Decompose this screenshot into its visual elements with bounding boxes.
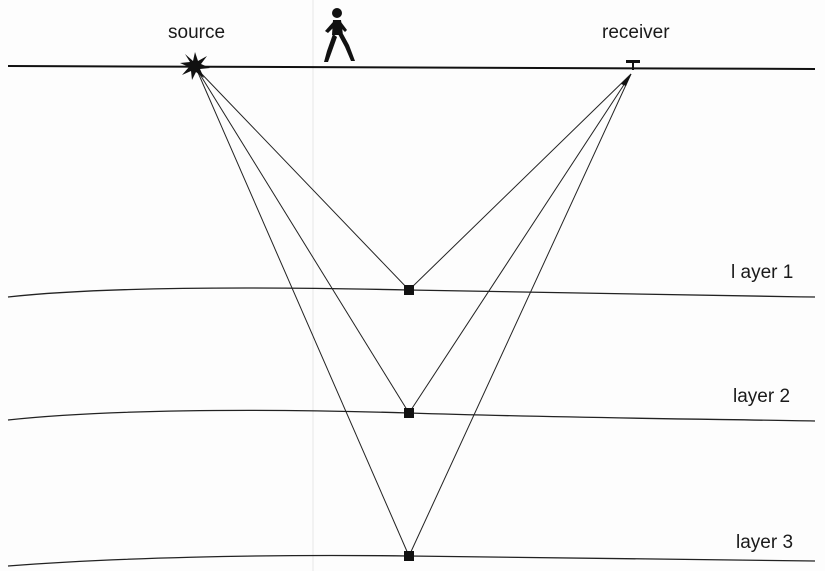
ground-surface-line (7, 65, 816, 70)
ray-down-layer-1 (195, 67, 410, 291)
ray-down-layer-3 (195, 67, 410, 557)
layer-1-label: l ayer 1 (731, 262, 793, 283)
ray-up-layer-1 (408, 73, 632, 291)
ray-up-layer-3 (408, 73, 632, 557)
layer-2-label: layer 2 (733, 386, 790, 407)
geophone-icon (626, 60, 640, 70)
reflection-point-layer-2 (404, 408, 414, 418)
receiver-label: receiver (602, 22, 670, 43)
ray-up-layer-2 (408, 73, 632, 414)
layer-3-label: layer 3 (736, 532, 793, 553)
source-label: source (168, 22, 225, 43)
ray-down-layer-2 (195, 67, 410, 414)
reflection-point-layer-3 (404, 551, 414, 561)
reflection-point-layer-1 (404, 285, 414, 295)
explosion-icon (180, 52, 210, 80)
arrowhead-icon (621, 74, 631, 86)
walking-person-icon (324, 8, 355, 62)
